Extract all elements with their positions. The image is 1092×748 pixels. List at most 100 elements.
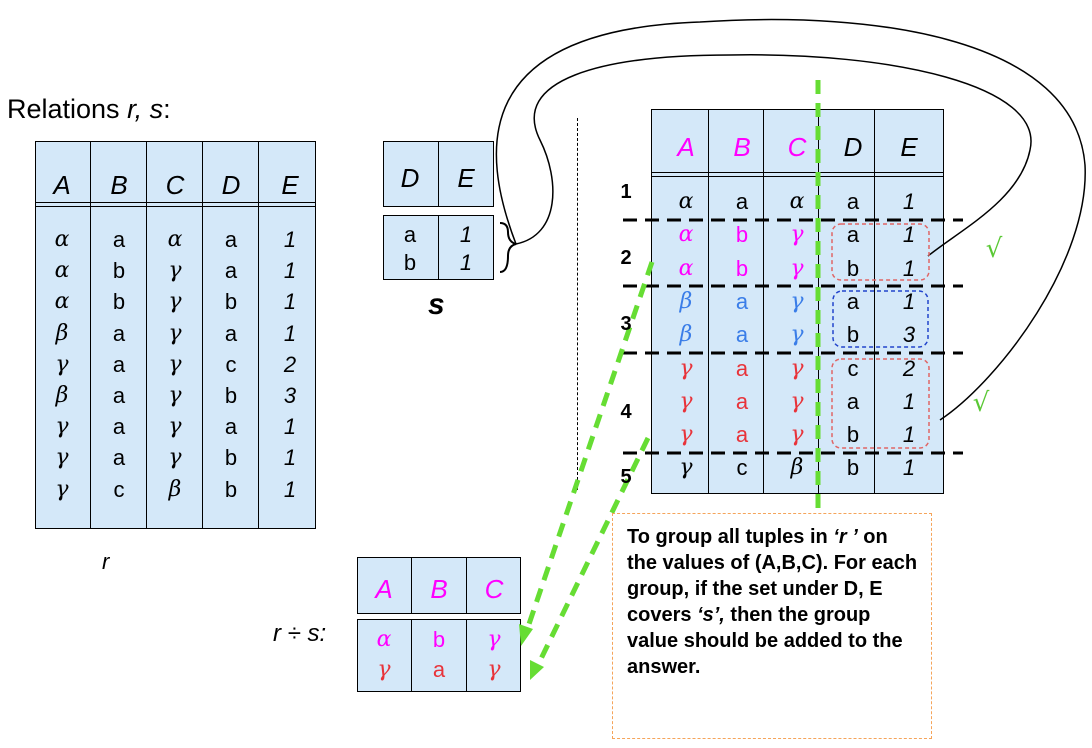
table-cell: 2 — [283, 351, 297, 377]
table-cell: 1 — [902, 255, 916, 281]
table-cell: α — [54, 289, 70, 315]
column-divider — [438, 216, 439, 279]
table-cell: b — [224, 289, 238, 315]
group-number: 1 — [620, 181, 632, 203]
checkmark-icon: √ — [985, 234, 1003, 264]
table-cell: a — [403, 222, 417, 247]
header-e: E — [900, 132, 918, 162]
table-cell: b — [224, 445, 238, 471]
table-cell: a — [112, 445, 126, 471]
table-cell: 3 — [902, 322, 916, 348]
table-cell: a — [735, 388, 749, 414]
table-cell: γ — [168, 289, 182, 315]
table-cell: 1 — [283, 476, 297, 502]
table-cell: a — [224, 414, 238, 440]
table-cell: 1 — [283, 258, 297, 284]
page-title: Relations r, s: — [7, 94, 171, 125]
table-cell: a — [846, 189, 860, 214]
note-text: then the group value should be added to … — [627, 604, 903, 678]
title-colon: : — [163, 94, 171, 124]
table-cell: α — [54, 258, 70, 284]
group-number: 2 — [620, 247, 632, 269]
table-cell: 1 — [902, 189, 916, 214]
header-e: E — [281, 170, 299, 200]
group-box-red — [831, 223, 930, 281]
column-divider — [202, 142, 203, 528]
header-d: D — [221, 170, 241, 200]
table-cell: γ — [168, 320, 182, 346]
table-cell: γ — [679, 355, 693, 381]
table-cell: c — [225, 351, 237, 377]
table-cell: γ — [790, 388, 804, 414]
table-cell: 1 — [902, 455, 916, 481]
table-cell: γ — [790, 322, 804, 348]
header-b: B — [430, 574, 448, 604]
connector-curve — [495, 18, 1086, 421]
header-d: D — [400, 163, 420, 193]
relation-s-body-box — [383, 215, 494, 280]
arrow-head-icon — [530, 660, 544, 680]
column-divider — [466, 620, 467, 691]
table-cell: β — [55, 320, 69, 346]
table-cell: a — [846, 388, 860, 414]
table-cell: a — [112, 227, 126, 252]
table-cell: b — [112, 289, 126, 315]
table-cell: 1 — [283, 414, 297, 440]
table-cell: a — [224, 227, 238, 252]
note-text: on the values of (A,B,C). For each group… — [627, 526, 918, 626]
table-cell: γ — [168, 258, 182, 284]
relation-s-header-box — [383, 141, 494, 207]
header-c: C — [787, 132, 807, 162]
table-cell: β — [790, 455, 804, 481]
table-cell: b — [432, 627, 446, 652]
table-cell: a — [846, 222, 860, 248]
result-body-box — [357, 619, 521, 692]
table-cell: α — [789, 189, 805, 214]
arrow-line — [535, 436, 651, 667]
table-cell: γ — [790, 288, 804, 314]
column-divider — [708, 110, 709, 493]
header-b: B — [110, 170, 128, 200]
table-cell: γ — [55, 476, 69, 502]
table-cell: γ — [168, 414, 182, 440]
result-header-box — [357, 557, 521, 614]
table-cell: 1 — [459, 250, 473, 275]
grouped-table — [651, 109, 944, 494]
table-cell: a — [735, 288, 749, 314]
table-cell: α — [678, 255, 694, 281]
header-d: D — [843, 132, 863, 162]
table-cell: a — [846, 288, 860, 314]
table-cell: α — [167, 227, 183, 252]
note-emph: ‘r ’ — [833, 526, 858, 548]
table-cell: β — [168, 476, 182, 502]
note-emph: ‘s’, — [697, 604, 725, 626]
relation-r-table — [35, 141, 316, 529]
brace-icon — [499, 222, 517, 273]
table-cell: a — [735, 422, 749, 448]
table-cell: 1 — [283, 320, 297, 346]
table-cell: b — [846, 322, 860, 348]
table-cell: γ — [679, 388, 693, 414]
table-cell: a — [112, 414, 126, 440]
column-divider — [438, 142, 439, 206]
column-divider — [818, 110, 819, 493]
note-text: To group all tuples in — [627, 526, 834, 548]
column-divider — [411, 558, 412, 613]
table-cell: a — [112, 351, 126, 377]
table-cell: 1 — [902, 388, 916, 414]
column-divider — [258, 142, 259, 528]
group-number: 4 — [620, 401, 632, 423]
header-a: A — [677, 132, 695, 162]
table-cell: γ — [55, 351, 69, 377]
table-cell: β — [679, 288, 693, 314]
table-cell: a — [224, 258, 238, 284]
table-cell: α — [54, 227, 70, 252]
header-divider — [652, 176, 943, 177]
column-divider — [146, 142, 147, 528]
table-cell: b — [224, 383, 238, 408]
table-cell: β — [679, 322, 693, 348]
table-cell: β — [55, 383, 69, 408]
table-cell: γ — [377, 657, 391, 682]
table-cell: γ — [55, 414, 69, 440]
